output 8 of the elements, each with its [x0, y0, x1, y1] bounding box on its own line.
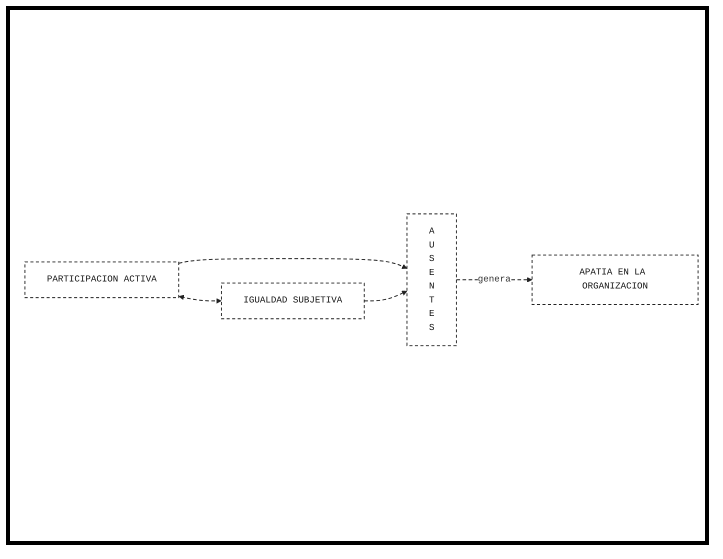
edge-label: genera: [478, 274, 511, 284]
arrow: [178, 294, 222, 304]
arrow: [364, 290, 408, 302]
arrow: [178, 258, 408, 269]
node-box: AUSENTES: [406, 213, 457, 346]
node-box: IGUALDAD SUBJETIVA: [220, 282, 365, 319]
node-box: APATIA EN LA ORGANIZACION: [532, 254, 699, 305]
node-box: PARTICIPACION ACTIVA: [24, 261, 180, 298]
